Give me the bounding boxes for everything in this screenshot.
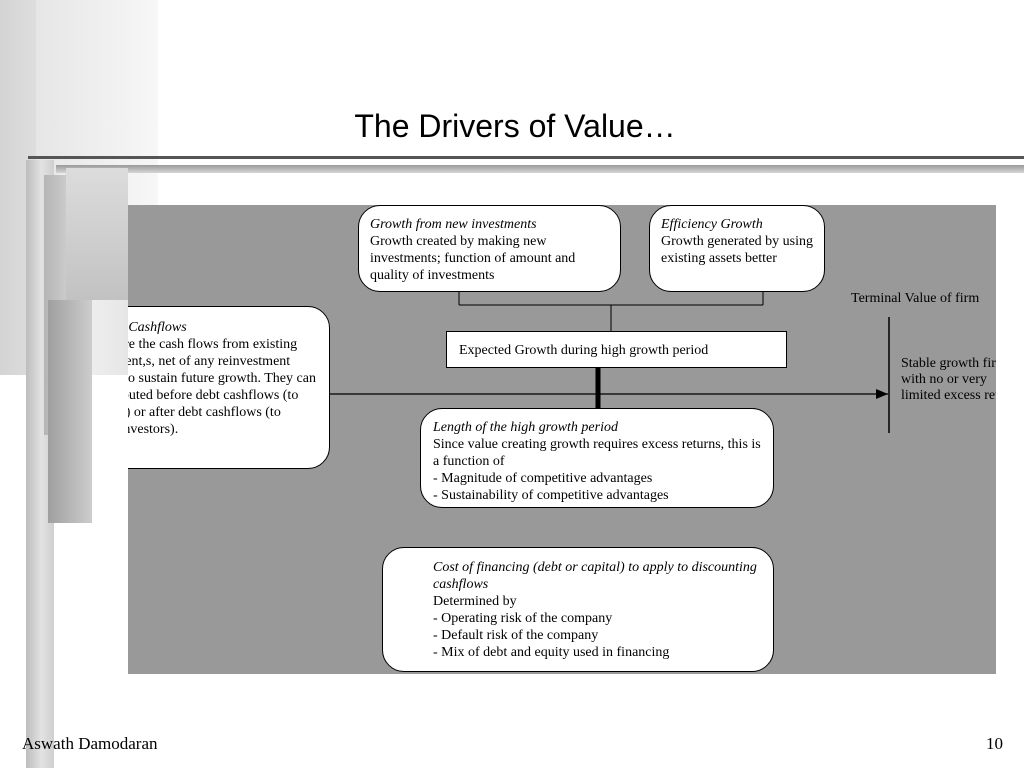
efficiency-growth-box: Efficiency Growth Growth generated by us… [649, 205, 825, 292]
title-rule [28, 156, 1024, 159]
length-high-growth-heading: Length of the high growth period [433, 420, 618, 435]
cost-of-financing-text: Determined by - Operating risk of the co… [433, 594, 670, 660]
page-number: 10 [986, 734, 1003, 753]
decor-bar [48, 300, 92, 523]
efficiency-growth-text: Growth generated by using existing asset… [661, 234, 814, 266]
footer-author: Aswath Damodaran [22, 734, 158, 753]
current-cashflows-box: Current Cashflows These are the cash flo… [128, 306, 330, 469]
stable-growth-text: Stable growth firm, with no or very limi… [901, 356, 996, 403]
growth-new-investments-heading: Growth from new investments [370, 217, 537, 232]
terminal-value-label: Terminal Value of firm [851, 291, 980, 306]
title-rule-shadow [56, 165, 1024, 173]
expected-growth-text: Expected Growth during high growth perio… [459, 343, 709, 358]
length-high-growth-text: Since value creating growth requires exc… [433, 437, 761, 503]
cost-of-financing-heading: Cost of financing (debt or capital) to a… [433, 560, 757, 592]
expected-growth-box: Expected Growth during high growth perio… [446, 331, 787, 368]
diagram-panel: Current Cashflows These are the cash flo… [128, 205, 996, 674]
current-cashflows-heading: Current Cashflows [128, 320, 187, 335]
connector-lines [328, 292, 890, 433]
growth-new-investments-text: Growth created by making new investments… [370, 234, 576, 283]
cost-of-financing-box: Cost of financing (debt or capital) to a… [382, 547, 774, 672]
slide-title: The Drivers of Value… [354, 108, 676, 144]
length-high-growth-box: Length of the high growth period Since v… [420, 408, 774, 508]
decor-bar [66, 168, 128, 300]
efficiency-growth-heading: Efficiency Growth [661, 217, 763, 232]
growth-new-investments-box: Growth from new investments Growth creat… [358, 205, 621, 292]
current-cashflows-text: These are the cash flows from existing i… [128, 337, 316, 437]
